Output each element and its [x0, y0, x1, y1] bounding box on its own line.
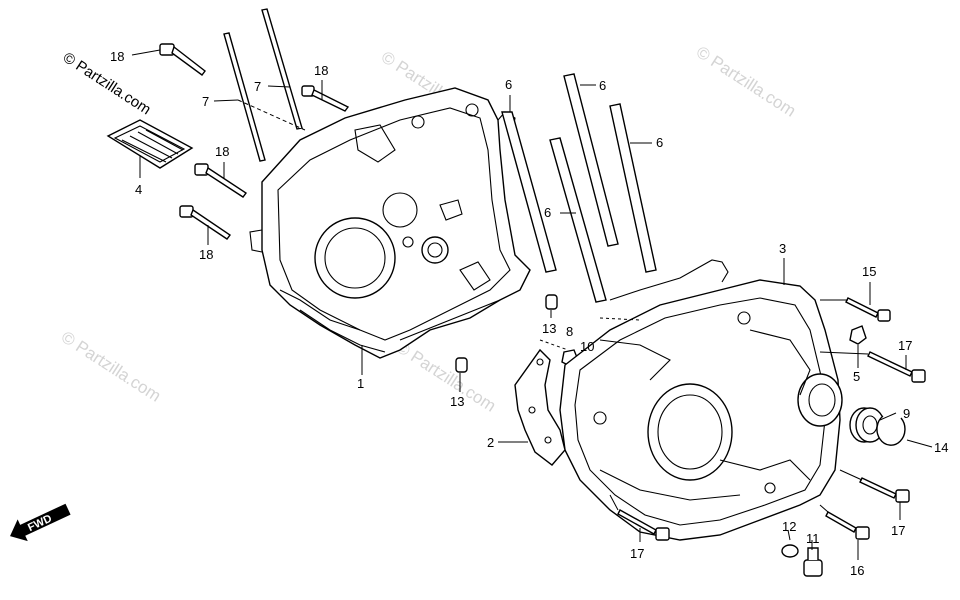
callout-6-mid: 6: [544, 205, 551, 220]
studs-6: [501, 73, 657, 303]
callout-12: 12: [782, 519, 796, 534]
right-crankcase-bore: [647, 383, 733, 481]
callout-5: 5: [853, 369, 860, 384]
watermark-faint-3: © Partzilla.com: [58, 327, 164, 405]
forward-direction-indicator: FWD: [10, 503, 71, 542]
oil-strainer-screen: [106, 119, 194, 169]
fwd-label: FWD: [26, 513, 54, 534]
callout-7-upper: 7: [254, 79, 261, 94]
callout-10: 10: [580, 339, 594, 354]
fwd-arrow-icon: [10, 503, 71, 542]
left-crankcase-bore: [314, 217, 396, 299]
studs-7: [223, 8, 303, 162]
watermark-primary: © Partzilla.com: [60, 49, 154, 118]
washer-12: [781, 544, 799, 558]
left-crankcase: [249, 87, 531, 359]
callout-4: 4: [135, 182, 142, 197]
callout-8: 8: [566, 324, 573, 339]
callouts: 18 7 7 18 4 18 18 6 6 6 6 13 8 10 1 13 3…: [110, 49, 948, 578]
callout-14: 14: [934, 440, 948, 455]
callout-7-lower: 7: [202, 94, 209, 109]
bolt-17-right: [867, 351, 926, 383]
callout-9: 9: [903, 406, 910, 421]
callout-18-top: 18: [110, 49, 124, 64]
bolt-18-left2: [179, 205, 232, 240]
drain-bolt-11: [803, 547, 823, 577]
callout-6-right: 6: [656, 135, 663, 150]
bolt-18-top: [159, 43, 206, 76]
callout-17-lower-right: 17: [891, 523, 905, 538]
bolts-18: [159, 43, 350, 240]
watermark-faint-4: © Partzilla.com: [393, 337, 499, 415]
bolt-17-lower-right: [859, 477, 910, 503]
callout-18-left2: 18: [199, 247, 213, 262]
bolt-17-bottom: [617, 509, 670, 541]
bolt-18-mid: [301, 85, 350, 112]
callout-13-lower: 13: [450, 394, 464, 409]
dowel-13-lower: [455, 357, 468, 373]
callout-3: 3: [779, 241, 786, 256]
bolt-18-left1: [194, 163, 248, 198]
callout-6-top: 6: [599, 78, 606, 93]
callout-15: 15: [862, 264, 876, 279]
part-5: [849, 325, 867, 345]
callout-16: 16: [850, 563, 864, 578]
leader-lines: [131, 49, 933, 560]
right-crankcase: [559, 259, 843, 541]
callout-6-left: 6: [505, 77, 512, 92]
bolt-15: [845, 297, 891, 322]
watermark-faint-2: © Partzilla.com: [693, 42, 799, 120]
callout-18-left1: 18: [215, 144, 229, 159]
callout-18-mid: 18: [314, 63, 328, 78]
callout-2: 2: [487, 435, 494, 450]
callout-11: 11: [806, 531, 820, 546]
bolt-16: [825, 511, 870, 540]
callout-1: 1: [357, 376, 364, 391]
dowel-13-upper: [545, 294, 558, 310]
circlip-14: [876, 415, 906, 446]
callout-13-upper: 13: [542, 321, 556, 336]
gasket-plate: [514, 348, 566, 466]
callout-17-right: 17: [898, 338, 912, 353]
callout-17-bottom: 17: [630, 546, 644, 561]
